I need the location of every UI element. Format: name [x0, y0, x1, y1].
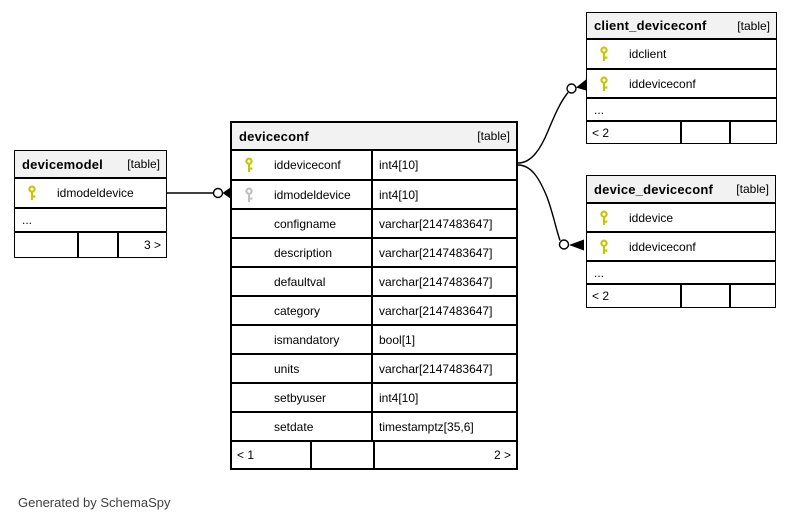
- column-row-configname: configname varchar[2147483647]: [232, 210, 516, 239]
- column-type: timestamptz[35,6]: [379, 419, 474, 434]
- table-name: deviceconf: [239, 128, 309, 144]
- ellipsis-row: ...: [15, 209, 166, 233]
- table-name: device_deviceconf: [594, 181, 714, 197]
- pagination-footer: < 2: [587, 285, 775, 307]
- column-row-setbyuser: setbyuser int4[10]: [232, 384, 516, 413]
- table-tag: [table]: [737, 18, 770, 33]
- column-row-category: category varchar[2147483647]: [232, 297, 516, 326]
- column-name: defaultval: [274, 274, 326, 289]
- column-name: iddeviceconf: [629, 239, 696, 254]
- pagination-footer: < 2: [587, 122, 776, 143]
- column-type: varchar[2147483647]: [379, 245, 493, 260]
- table-header: devicemodel [table]: [15, 151, 166, 179]
- pagination-footer: < 1 2 >: [232, 442, 516, 468]
- table-deviceconf[interactable]: deviceconf [table] iddeviceconf int4[10]: [230, 121, 518, 470]
- column-name: iddeviceconf: [629, 76, 696, 91]
- footer-cell[interactable]: < 2: [587, 122, 682, 143]
- table-device_deviceconf[interactable]: device_deviceconf [table] iddevice: [586, 175, 776, 308]
- column-type: varchar[2147483647]: [379, 274, 493, 289]
- column-row-units: units varchar[2147483647]: [232, 355, 516, 384]
- zero-or-one-circle: [212, 187, 224, 199]
- column-row-idmodeldevice: idmodeldevice: [15, 179, 166, 209]
- arrowhead-icon: [576, 79, 586, 91]
- table-name: devicemodel: [22, 156, 103, 172]
- footer-cell[interactable]: 2 >: [493, 448, 511, 462]
- column-row-defaultval: defaultval varchar[2147483647]: [232, 268, 516, 297]
- column-type: bool[1]: [379, 332, 416, 347]
- column-type: int4[10]: [379, 390, 419, 405]
- table-tag: [table]: [736, 182, 769, 196]
- column-row-description: description varchar[2147483647]: [232, 239, 516, 268]
- column-row-ismandatory: ismandatory bool[1]: [232, 326, 516, 355]
- table-devicemodel[interactable]: devicemodel [table] idmodeldevice ... 3 …: [14, 150, 167, 258]
- column-row-setdate: setdate timestamptz[35,6]: [232, 413, 516, 442]
- column-name: iddevice: [629, 210, 674, 225]
- ellipsis-row: ...: [587, 99, 776, 122]
- primary-key-icon: [600, 76, 608, 91]
- column-row-iddevice: iddevice: [587, 204, 775, 233]
- column-row-idclient: idclient: [587, 40, 776, 70]
- footer-cell[interactable]: < 1: [232, 442, 312, 468]
- primary-key-icon: [245, 157, 253, 172]
- footer-cell: [731, 122, 776, 143]
- column-row-iddeviceconf: iddeviceconf int4[10]: [232, 151, 516, 181]
- footer-cell: [15, 233, 79, 257]
- foreign-key-icon: [245, 187, 253, 202]
- pagination-footer: 3 >: [15, 233, 166, 257]
- ellipsis-row: ...: [587, 262, 775, 285]
- primary-key-icon: [600, 239, 608, 254]
- footer-cell: [731, 285, 775, 307]
- footer-cell: [682, 285, 731, 307]
- column-name: category: [274, 303, 321, 318]
- table-tag: [table]: [477, 129, 510, 143]
- table-header: device_deviceconf [table]: [587, 176, 775, 204]
- column-type: int4[10]: [379, 187, 419, 202]
- zero-or-one-circle: [558, 239, 570, 250]
- column-name: setdate: [274, 419, 314, 434]
- column-name: configname: [274, 216, 337, 231]
- column-name: idclient: [629, 47, 667, 61]
- column-name: units: [274, 361, 300, 376]
- table-client_deviceconf[interactable]: client_deviceconf [table] idclient: [586, 12, 777, 144]
- footer-cell: [79, 233, 119, 257]
- connector-deviceconf-client_deviceconf: [517, 79, 586, 164]
- column-type: varchar[2147483647]: [379, 361, 493, 376]
- footer-cell: [312, 442, 375, 468]
- arrowhead-icon: [569, 239, 584, 251]
- column-type: varchar[2147483647]: [379, 303, 493, 318]
- column-type: varchar[2147483647]: [379, 216, 493, 231]
- table-header: client_deviceconf [table]: [587, 13, 776, 40]
- column-name: setbyuser: [274, 390, 327, 405]
- primary-key-icon: [600, 210, 608, 225]
- column-row-iddeviceconf: iddeviceconf: [587, 70, 776, 99]
- column-name: iddeviceconf: [274, 158, 341, 172]
- primary-key-icon: [600, 46, 608, 61]
- table-name: client_deviceconf: [594, 18, 707, 33]
- column-row-idmodeldevice: idmodeldevice int4[10]: [232, 181, 516, 210]
- column-type: int4[10]: [379, 158, 419, 172]
- column-name: description: [274, 245, 333, 260]
- primary-key-icon: [28, 185, 36, 200]
- connector-deviceconf-device_deviceconf: [517, 164, 584, 251]
- column-name: ismandatory: [274, 332, 340, 347]
- generated-by-note: Generated by SchemaSpy: [18, 495, 171, 510]
- column-name: idmodeldevice: [274, 187, 351, 202]
- column-name: idmodeldevice: [57, 186, 134, 200]
- footer-cell[interactable]: 3 >: [143, 238, 161, 252]
- connector-devicemodel-deviceconf: [166, 187, 230, 199]
- table-header: deviceconf [table]: [232, 123, 516, 151]
- zero-or-one-circle: [566, 83, 577, 94]
- footer-cell[interactable]: < 2: [587, 285, 682, 307]
- arrowhead-icon: [222, 187, 230, 199]
- table-tag: [table]: [127, 157, 160, 171]
- footer-cell: [682, 122, 731, 143]
- column-row-iddeviceconf: iddeviceconf: [587, 233, 775, 262]
